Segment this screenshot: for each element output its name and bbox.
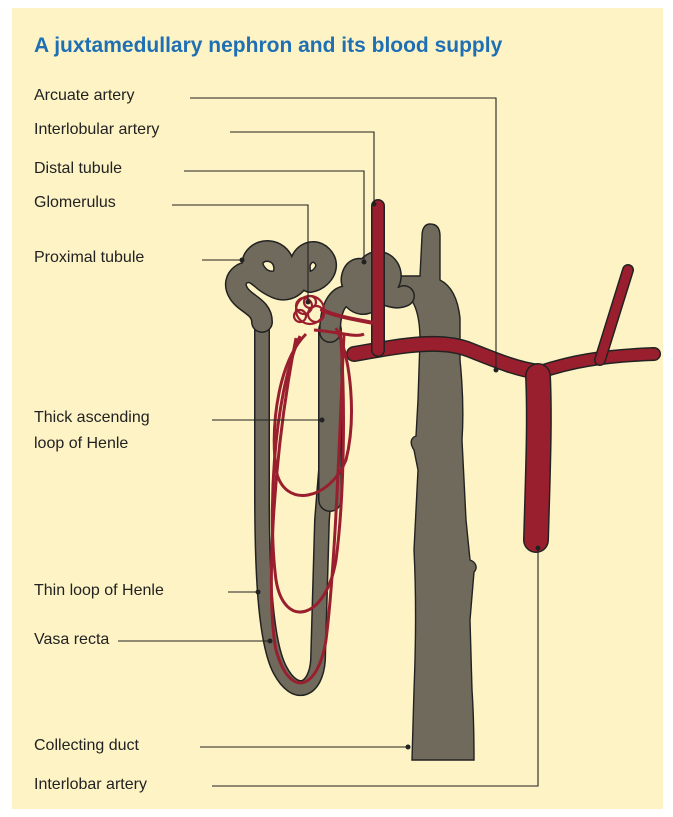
arterial-tree	[322, 206, 654, 540]
